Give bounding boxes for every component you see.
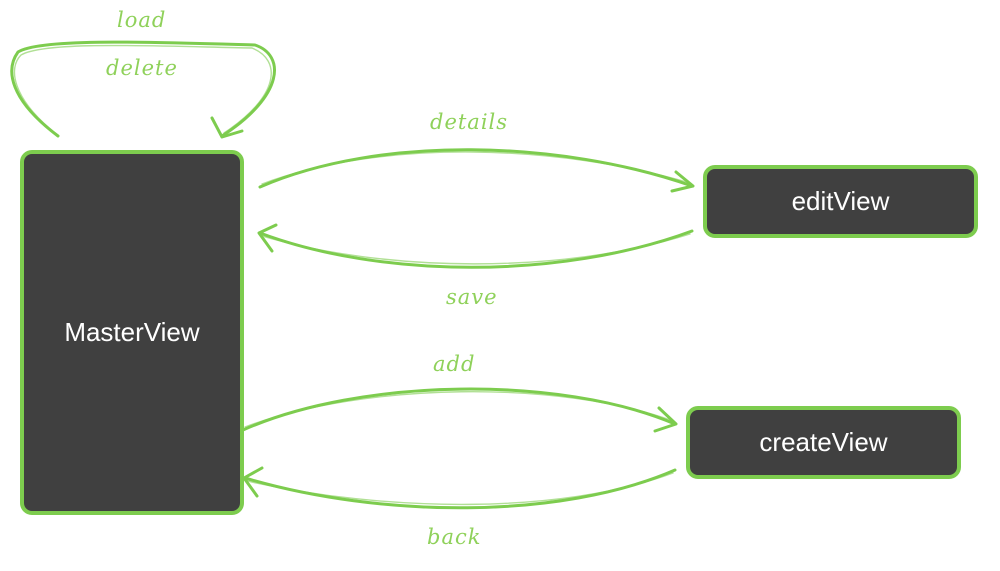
edge-label-load: load (117, 8, 167, 32)
edge-self-loop (10, 40, 276, 139)
edge-label-details: details (430, 110, 509, 134)
edge-add (241, 387, 678, 433)
edge-details (258, 148, 695, 193)
edge-label-save: save (446, 285, 498, 309)
edge-label-back: back (427, 525, 482, 549)
edge-label-delete: delete (106, 56, 178, 80)
edge-label-add: add (433, 352, 476, 376)
edge-save (257, 223, 694, 269)
edit-view-node[interactable]: editView (703, 165, 978, 238)
create-view-node[interactable]: createView (686, 406, 961, 479)
create-view-label: createView (759, 427, 888, 457)
edit-view-label: editView (791, 186, 890, 216)
edge-back (242, 466, 677, 510)
master-view-label: MasterView (64, 317, 200, 347)
master-view-node[interactable]: MasterView (20, 150, 244, 515)
